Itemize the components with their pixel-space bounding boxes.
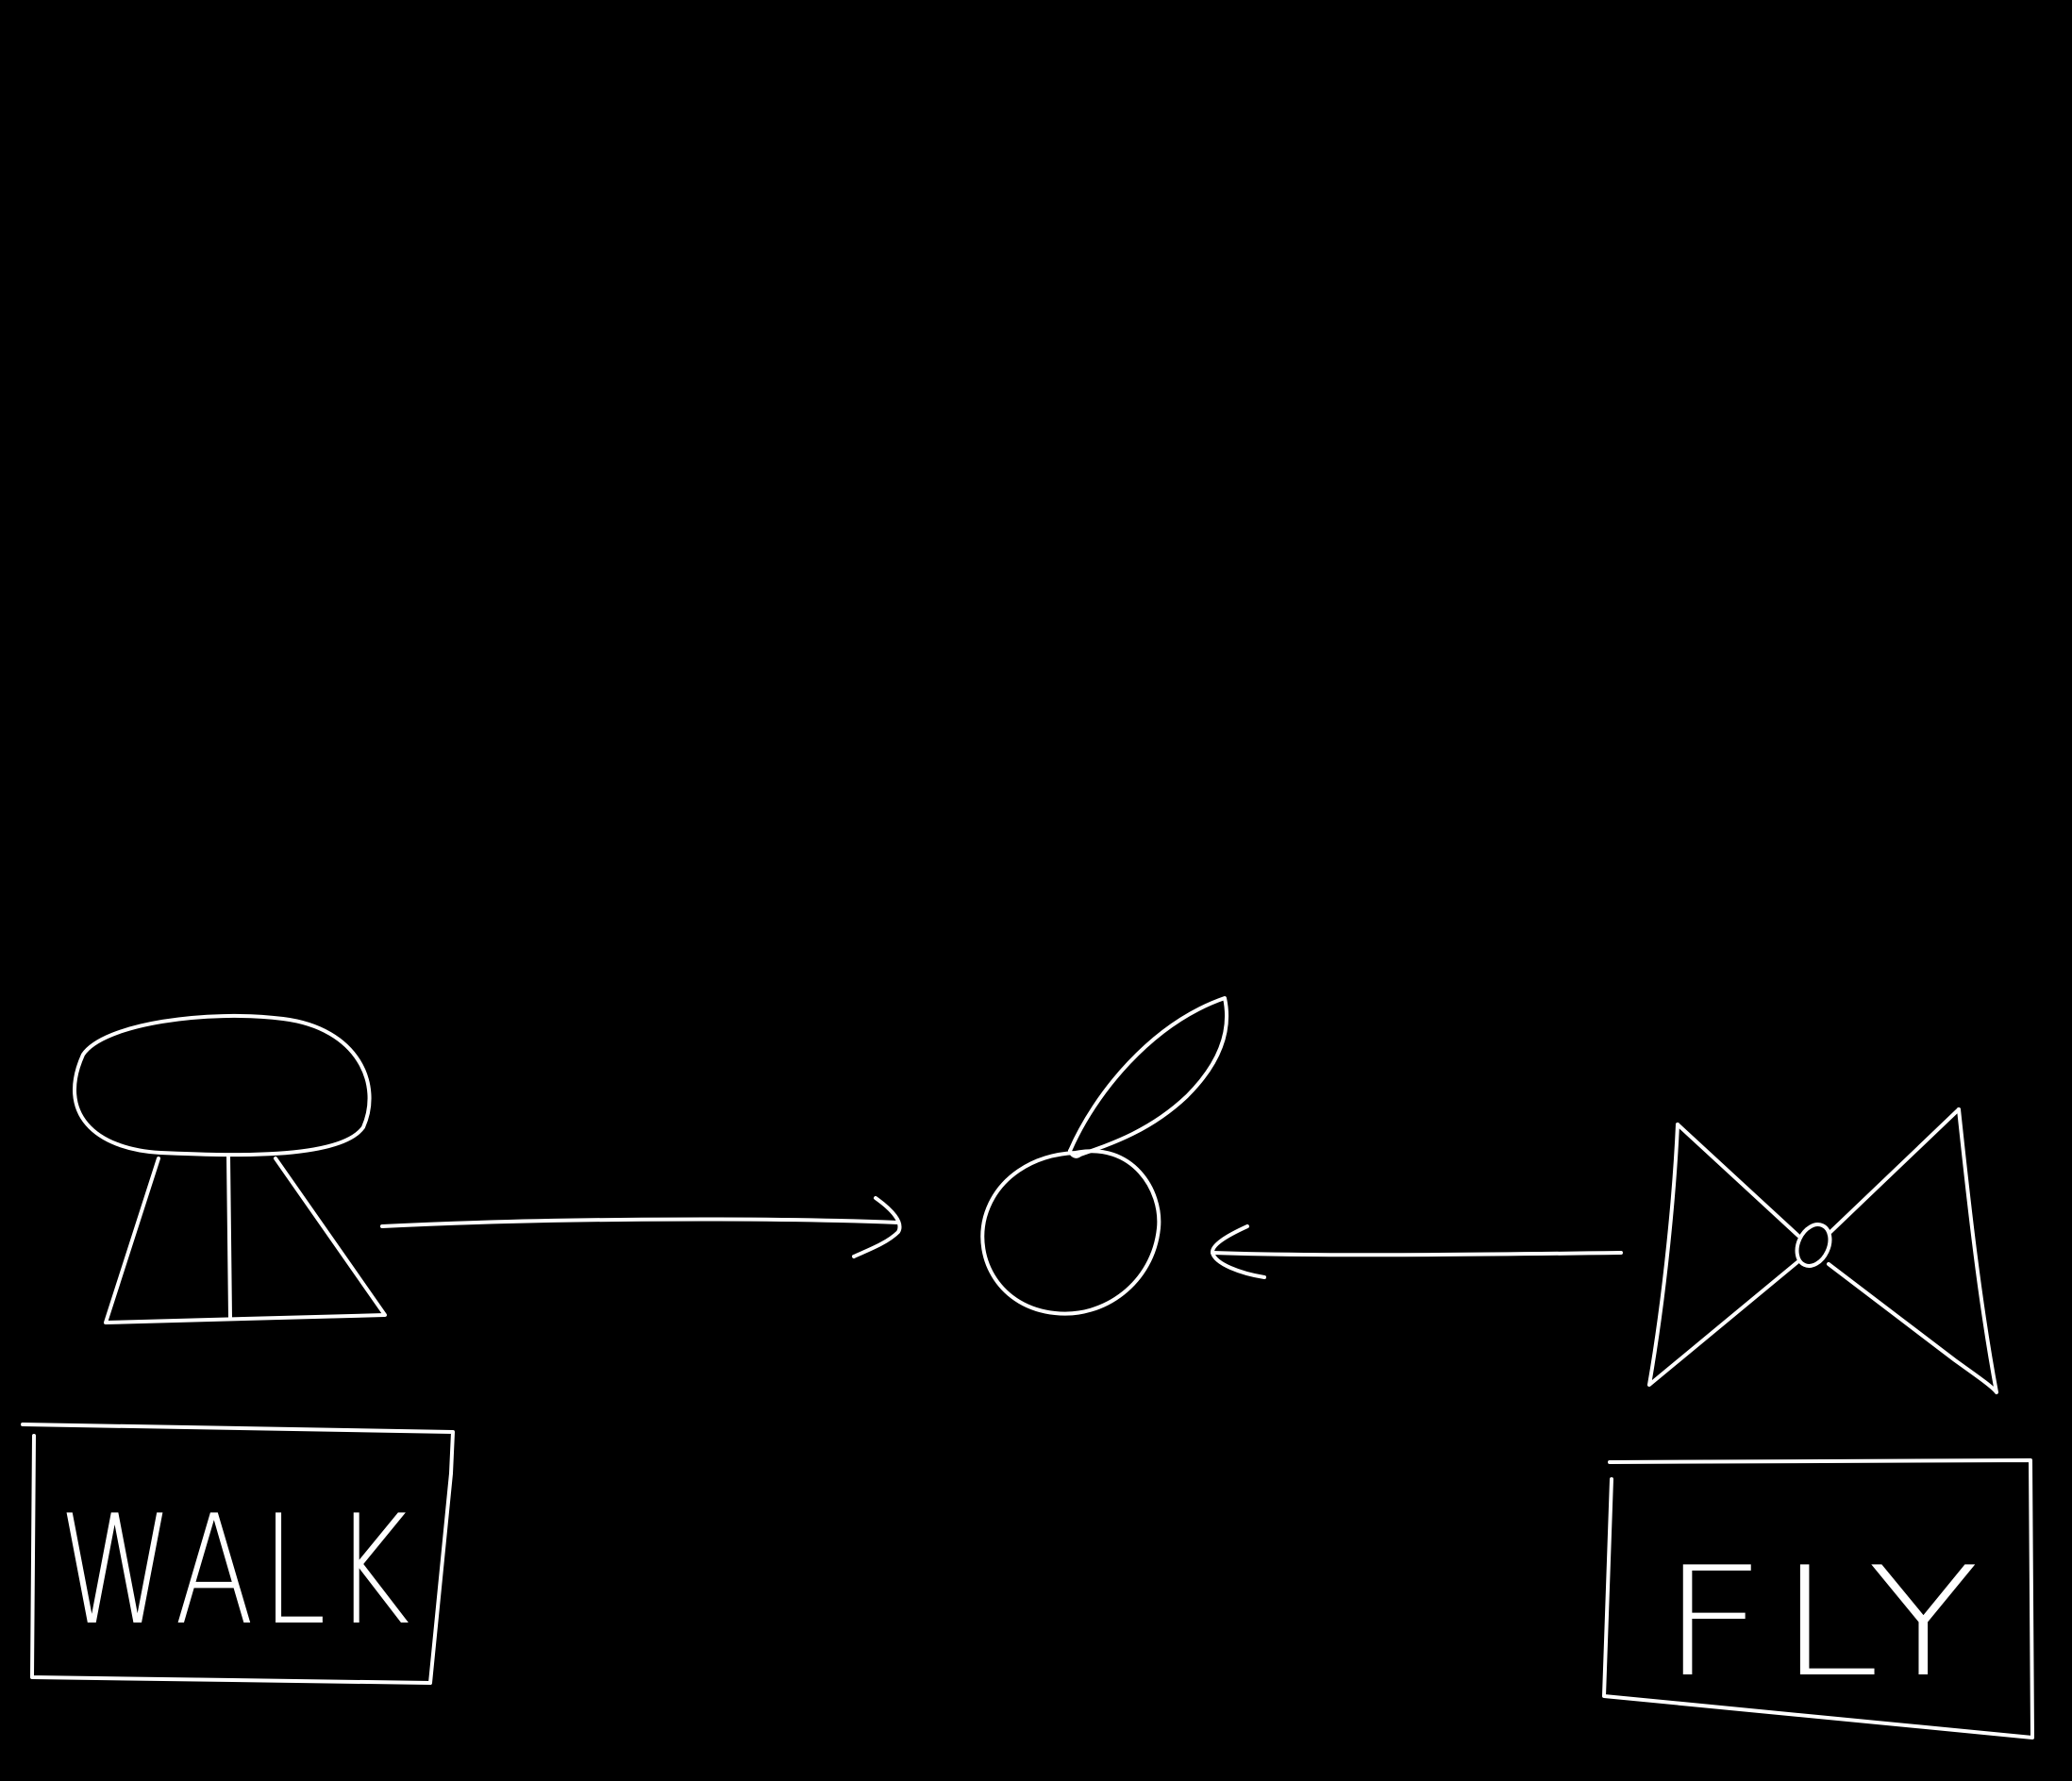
bowtie-flyer-icon (1647, 1107, 1998, 1394)
fly-label-box (1602, 1458, 2034, 1739)
walker-figure-icon (72, 1013, 387, 1324)
circle-with-leaf-icon (980, 996, 1229, 1316)
fly-label: FLY (1661, 1534, 1991, 1710)
walk-label: WALK (58, 1482, 417, 1658)
walk-label-box (21, 1423, 455, 1685)
arrow-fly-to-center (1211, 1224, 1623, 1279)
arrow-walk-to-center (380, 1196, 902, 1258)
